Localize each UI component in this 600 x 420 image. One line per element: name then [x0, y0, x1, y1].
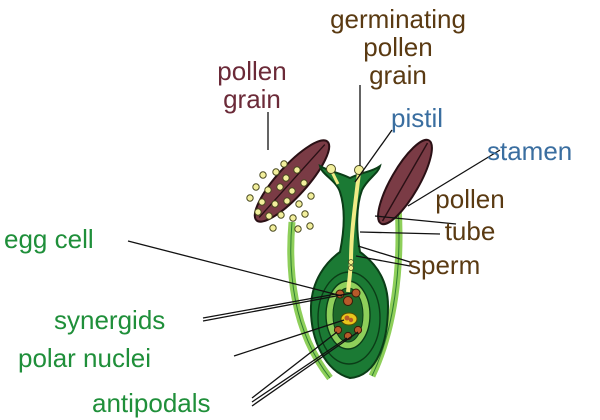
- label-pistil: pistil: [391, 103, 443, 133]
- label-sperm: sperm: [408, 250, 480, 280]
- right-anther: [377, 138, 433, 226]
- label-pollen-tube-line2: tube: [445, 216, 496, 246]
- label-synergids: synergids: [54, 305, 165, 335]
- label-antipodals: antipodals: [92, 388, 211, 418]
- label-germinating-line2: pollen: [363, 32, 432, 62]
- germinating-pollen-grain: [354, 165, 364, 175]
- label-stamen: stamen: [487, 136, 572, 166]
- synergid-cell: [335, 289, 345, 299]
- label-germinating-line1: germinating: [330, 4, 466, 34]
- label-pollen-grain-line2: grain: [223, 84, 281, 114]
- label-egg-cell: egg cell: [4, 224, 94, 254]
- leader-lines: [127, 85, 501, 407]
- egg-cell: [343, 296, 353, 306]
- sperm-cell: [348, 265, 354, 271]
- label-pollen-grain-line1: pollen: [217, 56, 286, 86]
- pollen-grains: [246, 160, 315, 233]
- label-polar-nuclei: polar nuclei: [18, 343, 151, 373]
- label-germinating-line3: grain: [369, 60, 427, 90]
- label-pollen-tube-line1: pollen: [435, 184, 504, 214]
